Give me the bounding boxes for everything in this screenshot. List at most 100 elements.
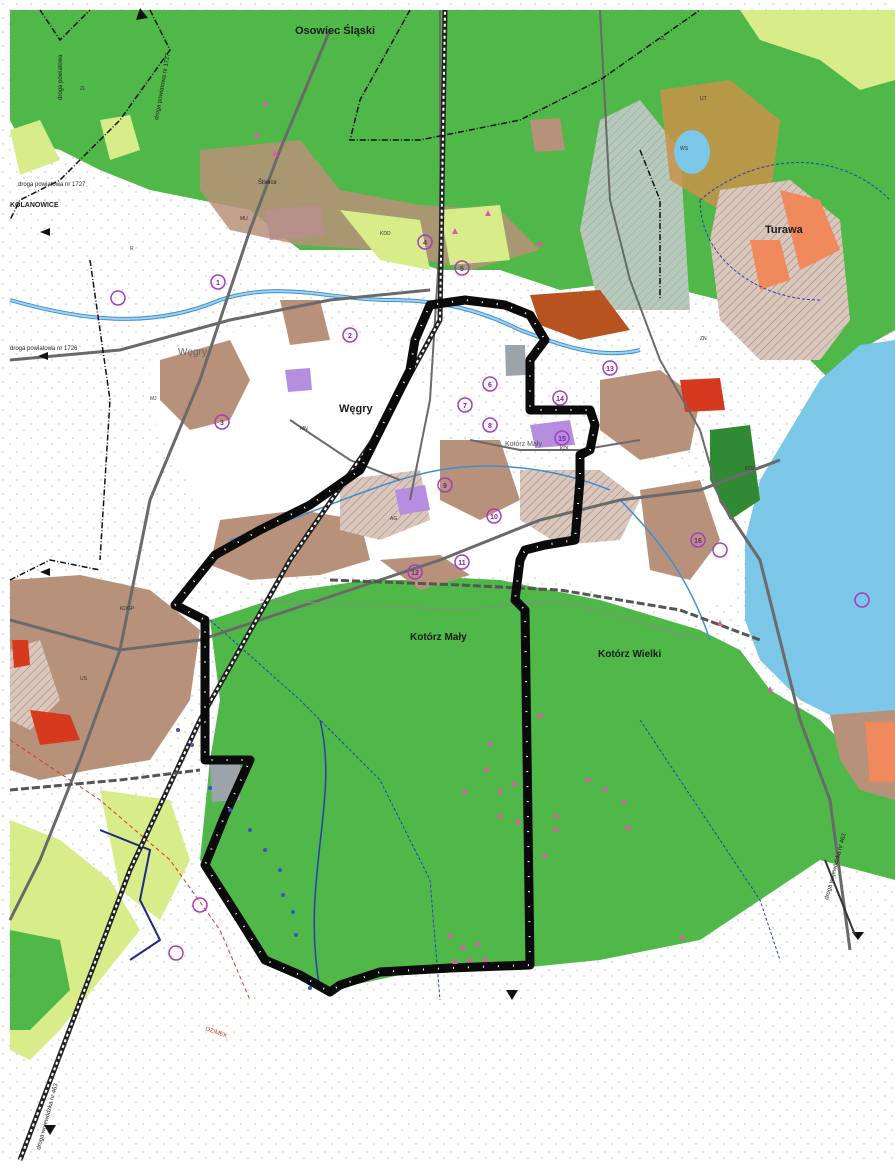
place-label-osowiec: Osowiec Śląski bbox=[295, 24, 375, 37]
admin-boundary bbox=[89, 259, 111, 561]
gas-line bbox=[9, 739, 251, 1001]
zone-code-label: MU bbox=[240, 216, 248, 222]
pipeline bbox=[639, 719, 781, 961]
zone-number-label: 3 bbox=[220, 420, 224, 427]
zone-code-label: ZL bbox=[80, 86, 86, 92]
zone-number-label: 6 bbox=[488, 382, 492, 389]
pipeline bbox=[313, 719, 327, 991]
zone-code-label: WS bbox=[680, 146, 689, 152]
railway bbox=[19, 9, 446, 1161]
zone-number-label: 11 bbox=[458, 560, 466, 567]
village-area bbox=[640, 480, 720, 580]
zone-number-label: 16 bbox=[694, 538, 702, 545]
meadow-area bbox=[10, 120, 60, 175]
zone-number-label: 4 bbox=[423, 240, 427, 247]
service-area bbox=[530, 420, 575, 448]
village-area bbox=[600, 370, 700, 460]
green-area bbox=[710, 425, 760, 520]
zone-number-label: 15 bbox=[558, 436, 566, 443]
lake bbox=[745, 340, 895, 725]
parcel bbox=[505, 345, 526, 376]
village-area bbox=[210, 510, 370, 580]
service-area bbox=[285, 368, 312, 392]
place-label-kolanowice: KOLANOWICE bbox=[10, 202, 59, 209]
zone-code-label: MJ bbox=[150, 396, 157, 402]
place-label-wegry: Węgry bbox=[339, 403, 374, 415]
zone-code-label: KDD bbox=[380, 231, 391, 237]
place-label-sliwice: Śliwice bbox=[258, 178, 277, 186]
pond bbox=[674, 130, 710, 174]
place-label-kotorz-wielki: Kotórz Wielki bbox=[598, 649, 661, 660]
meadow-area bbox=[440, 205, 510, 265]
pipeline bbox=[699, 199, 821, 301]
well-markers bbox=[176, 728, 312, 990]
zone-number-label: 14 bbox=[556, 396, 564, 403]
zone-number-label: 2 bbox=[348, 333, 352, 340]
road-label-1726: droga powiatowa nr 1726 bbox=[10, 346, 78, 352]
zone-number-label: 1 bbox=[216, 280, 220, 287]
zone-code-label: KDL bbox=[560, 446, 570, 452]
monument-markers bbox=[254, 100, 773, 964]
zone-number-label: 12 bbox=[411, 570, 419, 577]
pipeline bbox=[99, 829, 162, 961]
village-area bbox=[160, 340, 250, 430]
study-area-boundary bbox=[170, 295, 600, 997]
meadow-area bbox=[340, 210, 430, 270]
zone-code-label: ZN bbox=[700, 336, 707, 342]
zone-code-label: KDGP bbox=[120, 606, 135, 612]
meadow-area bbox=[100, 115, 140, 160]
admin-boundary bbox=[9, 9, 171, 221]
forest-area-south bbox=[200, 575, 895, 990]
village-area bbox=[380, 555, 470, 590]
village-area bbox=[440, 440, 520, 520]
zone-code-labels: MU ZL R MN KDZ KDGP KDL KDD ZL ZN UT WS AG MJ ZO US bbox=[80, 36, 755, 682]
industrial-area bbox=[780, 190, 840, 270]
zone-number-label: 10 bbox=[490, 514, 498, 521]
commercial-area bbox=[680, 378, 725, 412]
zone-number-markers bbox=[110, 234, 870, 961]
zone-code-label: R bbox=[130, 246, 134, 252]
zone-number-label: 9 bbox=[443, 483, 447, 490]
admin-boundary bbox=[349, 9, 701, 141]
admin-boundary bbox=[9, 559, 101, 581]
village-area bbox=[280, 300, 330, 345]
pipeline bbox=[699, 162, 891, 201]
road-label-north: droga powiatowa bbox=[58, 54, 64, 100]
road-network bbox=[8, 9, 852, 951]
pipeline bbox=[209, 619, 441, 1001]
industrial-area bbox=[865, 722, 895, 782]
stream bbox=[229, 465, 611, 541]
commercial-area bbox=[530, 290, 630, 340]
forest-area bbox=[10, 930, 70, 1030]
zone-code-label: ZL bbox=[660, 36, 666, 42]
zone-code-label: KDZ bbox=[745, 466, 755, 472]
village-area bbox=[340, 470, 430, 540]
tourism-area bbox=[660, 80, 780, 210]
zone-code-label: UT bbox=[700, 96, 707, 102]
place-label-turawa: Turawa bbox=[765, 224, 804, 236]
commercial-area bbox=[30, 710, 80, 745]
zone-number-label: 13 bbox=[606, 366, 614, 373]
place-label-kotorz-maly-small: Kotórz Mały bbox=[505, 441, 542, 448]
place-label-kotorz-maly: Kotórz Mały bbox=[410, 632, 467, 643]
village-area bbox=[530, 118, 565, 152]
zone-code-label: MN bbox=[300, 426, 308, 432]
railway-line bbox=[329, 578, 761, 642]
service-area bbox=[395, 485, 430, 515]
zone-code-label: AG bbox=[390, 516, 397, 522]
zone-code-label: US bbox=[80, 676, 88, 682]
zone-number-label: 8 bbox=[488, 423, 492, 430]
road-label-1727: droga powiatowa nr 1727 bbox=[18, 182, 86, 188]
railway-line bbox=[9, 768, 201, 792]
place-label-wegry-small: Węgry bbox=[178, 347, 207, 358]
industrial-area bbox=[750, 240, 790, 290]
road-arrow bbox=[824, 859, 856, 936]
zone-number-label: 7 bbox=[463, 403, 467, 410]
zone-number-label: 5 bbox=[460, 266, 464, 273]
meadow-area bbox=[740, 10, 895, 90]
zone-code-label: ZO bbox=[220, 676, 227, 682]
commercial-area bbox=[12, 640, 30, 668]
